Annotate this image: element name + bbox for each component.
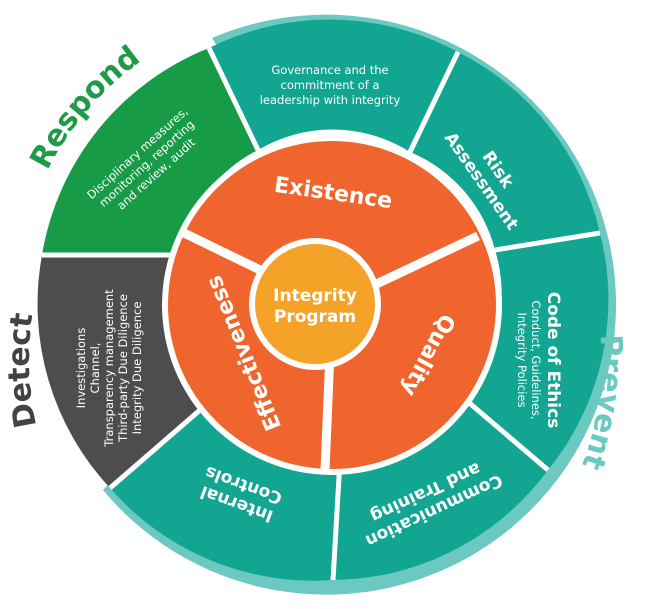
code-title: Code of Ethics — [543, 292, 563, 429]
segment-governance — [209, 19, 458, 152]
detect-item1: Investigations — [74, 328, 88, 409]
segment-communication — [333, 395, 548, 580]
governance-line3: leadership with integrity — [260, 93, 401, 107]
center-title-line2: Program — [274, 307, 356, 327]
prevent-ring — [103, 14, 617, 595]
center-circle — [255, 244, 375, 364]
detect-item3: Transparency management — [102, 289, 116, 448]
phase-detect-label: Detect — [2, 311, 44, 431]
center-title-line1: Integrity — [273, 286, 357, 306]
code-line2: Integrity Policies — [515, 313, 529, 408]
governance-line2: commitment of a — [281, 78, 380, 92]
segment-respond — [42, 48, 258, 255]
segment-risk-assessment — [410, 52, 600, 250]
segment-separators — [42, 46, 601, 581]
segment-detect — [37, 255, 200, 488]
detect-item4: Third-party Due Diligence — [116, 294, 130, 443]
detect-item5: Integrity Due Diligence — [130, 302, 144, 435]
detect-item2: Channel, — [88, 343, 102, 394]
segment-code-of-ethics — [460, 233, 609, 470]
code-line1: Conduct, Guidelines, — [529, 300, 543, 419]
governance-line1: Governance and the — [271, 63, 388, 77]
segment-internal-controls — [110, 410, 340, 581]
